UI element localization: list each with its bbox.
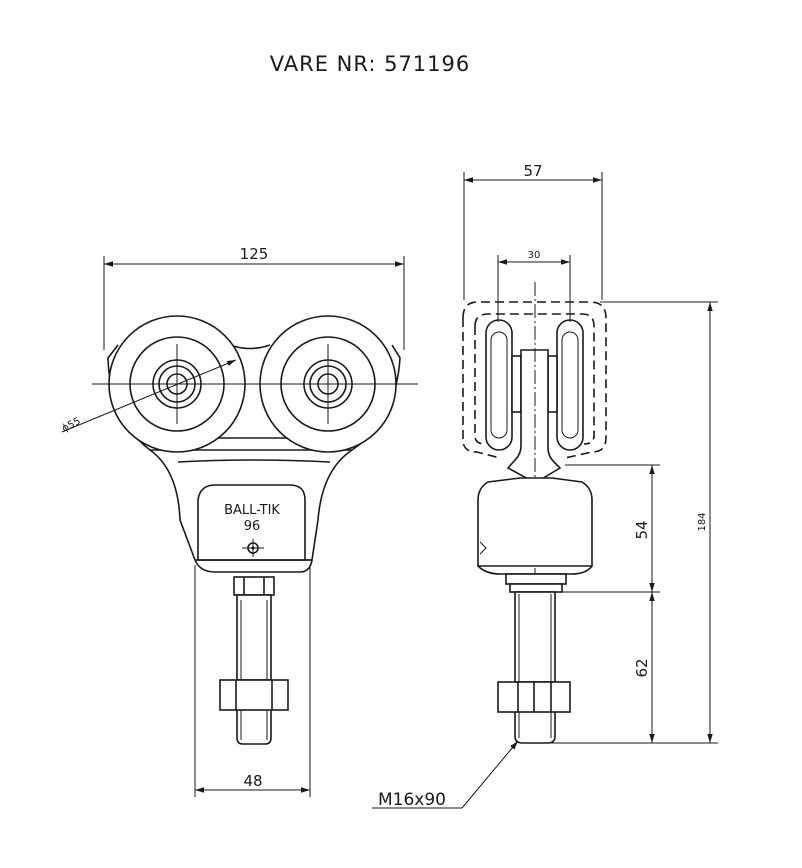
side-body <box>477 477 593 567</box>
side-bolt <box>497 591 571 744</box>
front-view: BALL-TIK 96 <box>92 315 418 745</box>
side-view <box>462 282 607 744</box>
bolt-spec-label: M16x90 <box>378 790 446 810</box>
model-label: 96 <box>244 519 261 534</box>
bolt-callout: M16x90 <box>372 740 519 810</box>
dim-body-height: 54 <box>633 520 651 539</box>
drawing-title: VARE NR: 571196 <box>270 52 471 76</box>
dim-front-width: 125 <box>240 245 269 263</box>
side-roller-right <box>556 319 584 451</box>
front-dimensions: 125 ϕ55 48 <box>60 245 405 797</box>
dim-total-height: 184 <box>697 512 708 531</box>
side-dimensions: 57 30 54 62 184 <box>463 162 718 744</box>
dim-bolt-length: 62 <box>633 658 651 677</box>
dim-housing-width: 48 <box>243 772 262 790</box>
rail-profile-outer <box>462 301 607 459</box>
dim-roller-diameter: ϕ55 <box>60 416 82 435</box>
front-plate <box>197 484 306 561</box>
front-bolt <box>219 576 289 745</box>
side-roller-left <box>485 319 513 451</box>
lubrication-nipple-icon <box>242 539 264 557</box>
dim-track-gap: 30 <box>528 250 541 261</box>
brand-label: BALL-TIK <box>224 503 280 518</box>
dim-side-width: 57 <box>523 162 542 180</box>
